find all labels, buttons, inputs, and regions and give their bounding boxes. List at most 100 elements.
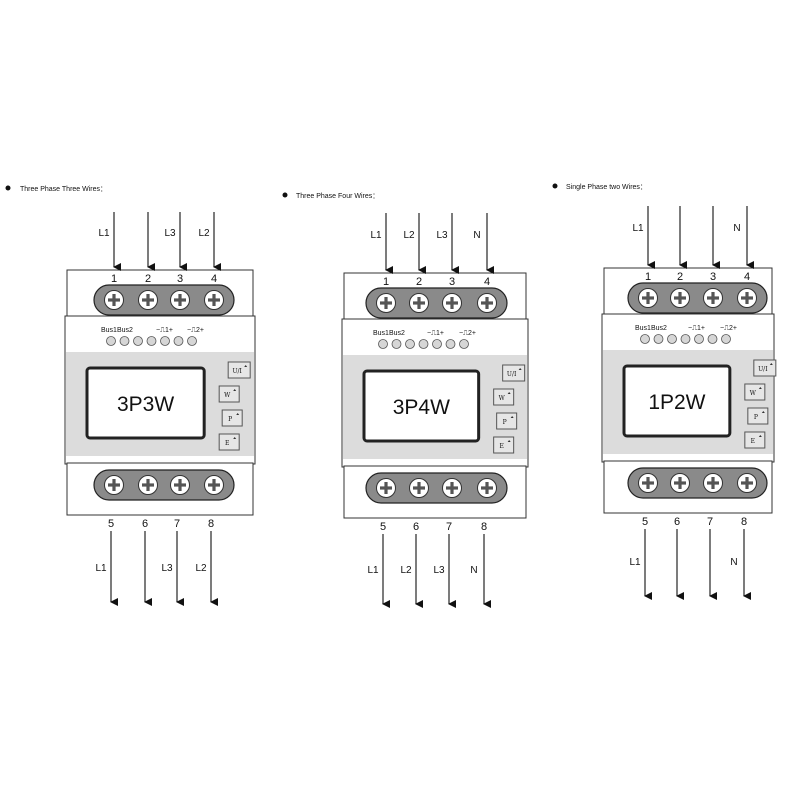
top-terminal-strip: [627, 282, 768, 314]
terminal-number: 2: [145, 273, 151, 285]
screw-terminal-icon: [138, 290, 158, 310]
bottom-terminal-strip: [93, 469, 235, 501]
bullet-icon: [282, 192, 288, 198]
button-w[interactable]: W: [218, 385, 240, 403]
bus-label: Bus1Bus2: [635, 325, 667, 332]
button-arrow-icon: [507, 392, 511, 394]
button-p[interactable]: P: [221, 409, 243, 427]
terminal-number: 6: [142, 518, 148, 530]
terminal-number: 2: [677, 271, 683, 283]
screw-terminal-icon: [104, 475, 124, 495]
button-label: E: [499, 443, 503, 450]
screw-terminal-icon: [442, 293, 462, 313]
button-e[interactable]: E: [744, 431, 766, 449]
indicator-led-icon: [160, 336, 170, 346]
pulse1-label: −⎍1+: [688, 325, 705, 332]
pulse1-label: −⎍1+: [156, 327, 173, 334]
indicator-led-icon: [680, 334, 691, 344]
indicator-led-icon: [721, 334, 731, 344]
pulse2-label: −⎍2+: [720, 325, 737, 332]
wire-label: L2: [195, 563, 207, 574]
wire-label: L3: [433, 565, 445, 576]
screw-terminal-icon: [204, 290, 224, 310]
button-ui[interactable]: U/I: [227, 361, 251, 379]
heading-1p2w: Single Phase two Wires：: [552, 183, 647, 191]
button-label: E: [225, 440, 229, 447]
button-ui[interactable]: U/I: [502, 364, 526, 382]
button-w[interactable]: W: [744, 383, 766, 401]
screw-terminal-icon: [670, 288, 690, 308]
button-p[interactable]: P: [747, 407, 769, 425]
pulse1-label: −⎍1+: [427, 330, 444, 337]
screw-terminal-icon: [138, 475, 158, 495]
wire-label: L2: [198, 228, 210, 239]
display-mode-text: 3P3W: [117, 393, 174, 416]
terminal-number: 6: [413, 521, 419, 533]
wire-label: L1: [629, 557, 641, 568]
wire-label: N: [733, 223, 740, 234]
screw-terminal-icon: [737, 473, 757, 493]
screw-terminal-icon: [104, 290, 124, 310]
screw-terminal-icon: [703, 288, 723, 308]
button-arrow-icon: [758, 435, 762, 437]
indicator-led-icon: [694, 334, 704, 344]
screw-terminal-icon: [170, 290, 190, 310]
screw-terminal-icon: [376, 478, 396, 498]
terminal-number: 3: [177, 273, 183, 285]
terminal-number: 1: [645, 271, 651, 283]
terminal-number: 8: [208, 518, 214, 530]
button-label: E: [751, 438, 755, 445]
heading-3p4w: Three Phase Four Wires：: [282, 192, 379, 200]
terminal-number: 5: [108, 518, 114, 530]
wire-label: N: [473, 230, 480, 241]
wire-label: L1: [367, 565, 379, 576]
screw-terminal-icon: [703, 473, 723, 493]
indicator-led-icon: [640, 334, 650, 344]
screw-terminal-icon: [638, 473, 658, 493]
screw-terminal-icon: [477, 478, 497, 498]
button-e[interactable]: E: [493, 436, 515, 454]
wire-label: L1: [98, 228, 110, 239]
button-label: U/I: [507, 371, 517, 378]
button-ui[interactable]: U/I: [753, 359, 777, 377]
button-label: W: [224, 392, 231, 399]
button-arrow-icon: [236, 413, 240, 415]
indicator-led-icon: [173, 336, 184, 346]
display-mode-text: 1P2W: [648, 391, 705, 414]
button-label: U/I: [232, 368, 242, 375]
indicator-led-icon: [432, 339, 442, 349]
button-label: P: [228, 416, 232, 423]
screw-terminal-icon: [737, 288, 757, 308]
button-arrow-icon: [244, 365, 248, 367]
button-label: U/I: [758, 366, 768, 373]
wire-label: L3: [164, 228, 176, 239]
wire-label: L2: [403, 230, 415, 241]
bottom-terminal-strip: [365, 472, 508, 504]
button-p[interactable]: P: [496, 412, 518, 430]
screw-terminal-icon: [477, 293, 497, 313]
screw-terminal-icon: [170, 475, 190, 495]
wire-label: N: [730, 557, 737, 568]
bus-label: Bus1Bus2: [101, 327, 133, 334]
bullet-icon: [552, 183, 558, 189]
pulse2-label: −⎍2+: [187, 327, 204, 334]
terminal-number: 1: [383, 276, 389, 288]
terminal-number: 7: [174, 518, 180, 530]
wire-label: L1: [370, 230, 382, 241]
button-arrow-icon: [233, 437, 237, 439]
screw-terminal-icon: [409, 478, 429, 498]
terminal-number: 5: [642, 516, 648, 528]
top-terminal-strip: [365, 287, 508, 319]
button-e[interactable]: E: [218, 433, 240, 451]
indicator-led-icon: [707, 334, 718, 344]
heading-text: Three Phase Four Wires：: [296, 193, 379, 200]
indicator-led-icon: [653, 334, 664, 344]
bus-label: Bus1Bus2: [373, 330, 405, 337]
bottom-terminal-strip: [627, 467, 768, 499]
indicator-led-icon: [405, 339, 415, 349]
button-w[interactable]: W: [493, 388, 515, 406]
button-label: W: [499, 395, 506, 402]
indicator-led-icon: [667, 334, 677, 344]
